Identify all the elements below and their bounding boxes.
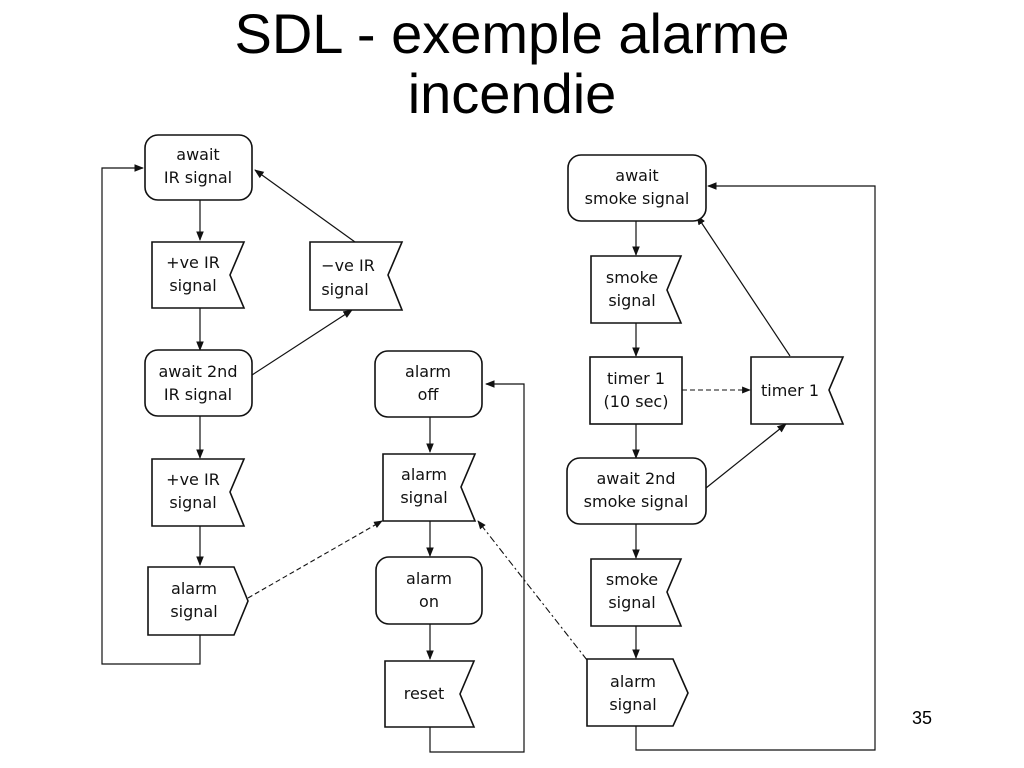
input-neg-ir-line2: signal — [321, 280, 368, 299]
input-pos-ir-2: +ve IR signal — [151, 458, 246, 527]
input-neg-ir: −ve IR signal — [309, 241, 404, 311]
edge-neg-ir-to-await-ir — [254, 169, 356, 243]
input-pos-ir-1-line1: +ve IR — [166, 253, 220, 272]
task-timer-1-set-line1: timer 1 — [607, 369, 665, 388]
input-neg-ir-line1: −ve IR — [321, 256, 375, 275]
edge-timer-expiry-to-await-smoke — [696, 215, 791, 357]
state-await-smoke-line1: await — [615, 166, 658, 185]
input-pos-ir-1: +ve IR signal — [151, 241, 246, 309]
state-alarm-on: alarm on — [375, 556, 483, 625]
state-await-ir-line1: await — [176, 145, 219, 164]
state-await-2nd-ir-line2: IR signal — [164, 385, 232, 404]
input-smoke-signal-2-line1: smoke — [606, 570, 658, 589]
input-timer-1-expiry-label: timer 1 — [761, 381, 819, 400]
output-alarm-signal-ir-line2: signal — [170, 602, 217, 621]
edge-await-2nd-to-neg-ir — [251, 309, 353, 376]
output-alarm-signal-smoke-line2: signal — [609, 695, 656, 714]
title-line-1: SDL - exemple alarme — [234, 2, 790, 65]
output-alarm-signal-smoke-line1: alarm — [610, 672, 656, 691]
state-await-ir-line2: IR signal — [164, 168, 232, 187]
connectors — [101, 164, 876, 753]
state-await-ir: await IR signal — [144, 134, 253, 201]
output-alarm-signal-ir-line1: alarm — [171, 579, 217, 598]
edge-smoke-alarm-to-alarm-input — [477, 520, 588, 661]
input-smoke-signal-1-line2: signal — [608, 291, 655, 310]
edge-reset-loop-back — [429, 380, 525, 753]
state-alarm-on-line2: on — [419, 592, 439, 611]
state-await-2nd-ir: await 2nd IR signal — [144, 349, 253, 417]
edge-ir-alarm-to-alarm-input — [247, 520, 383, 599]
title-line-2: incendie — [407, 62, 617, 125]
input-alarm-signal: alarm signal — [382, 453, 477, 522]
input-smoke-signal-2-line2: signal — [608, 593, 655, 612]
state-alarm-off-line1: alarm — [405, 362, 451, 381]
output-alarm-signal-ir: alarm signal — [147, 566, 249, 636]
input-pos-ir-2-line1: +ve IR — [166, 470, 220, 489]
input-smoke-signal-2: smoke signal — [590, 558, 683, 627]
output-alarm-signal-smoke: alarm signal — [586, 658, 689, 727]
state-alarm-off: alarm off — [374, 350, 483, 418]
state-alarm-off-line2: off — [418, 385, 440, 404]
input-reset: reset — [384, 660, 476, 728]
edge-await-2nd-smoke-to-timer-expiry — [705, 423, 787, 489]
state-await-smoke: await smoke signal — [567, 154, 707, 222]
slide-title: SDL - exemple alarme incendie — [0, 4, 1024, 124]
task-timer-1-set: timer 1 (10 sec) — [589, 356, 683, 425]
input-smoke-signal-1: smoke signal — [590, 255, 683, 324]
input-alarm-signal-line1: alarm — [401, 465, 447, 484]
state-await-smoke-line2: smoke signal — [585, 189, 690, 208]
edge-smoke-loop-back — [635, 182, 876, 751]
input-timer-1-expiry: timer 1 — [750, 356, 845, 425]
state-await-2nd-smoke-line1: await 2nd — [597, 469, 676, 488]
page-number: 35 — [912, 708, 933, 728]
input-reset-label: reset — [404, 684, 445, 703]
task-timer-1-set-line2: (10 sec) — [604, 392, 669, 411]
input-pos-ir-1-line2: signal — [169, 276, 216, 295]
state-await-2nd-smoke-line2: smoke signal — [584, 492, 689, 511]
input-pos-ir-2-line2: signal — [169, 493, 216, 512]
state-await-2nd-smoke: await 2nd smoke signal — [566, 457, 707, 525]
edge-ir-loop-back — [101, 164, 201, 665]
state-alarm-on-line1: alarm — [406, 569, 452, 588]
state-await-2nd-ir-line1: await 2nd — [159, 362, 238, 381]
input-smoke-signal-1-line1: smoke — [606, 268, 658, 287]
input-alarm-signal-line2: signal — [400, 488, 447, 507]
